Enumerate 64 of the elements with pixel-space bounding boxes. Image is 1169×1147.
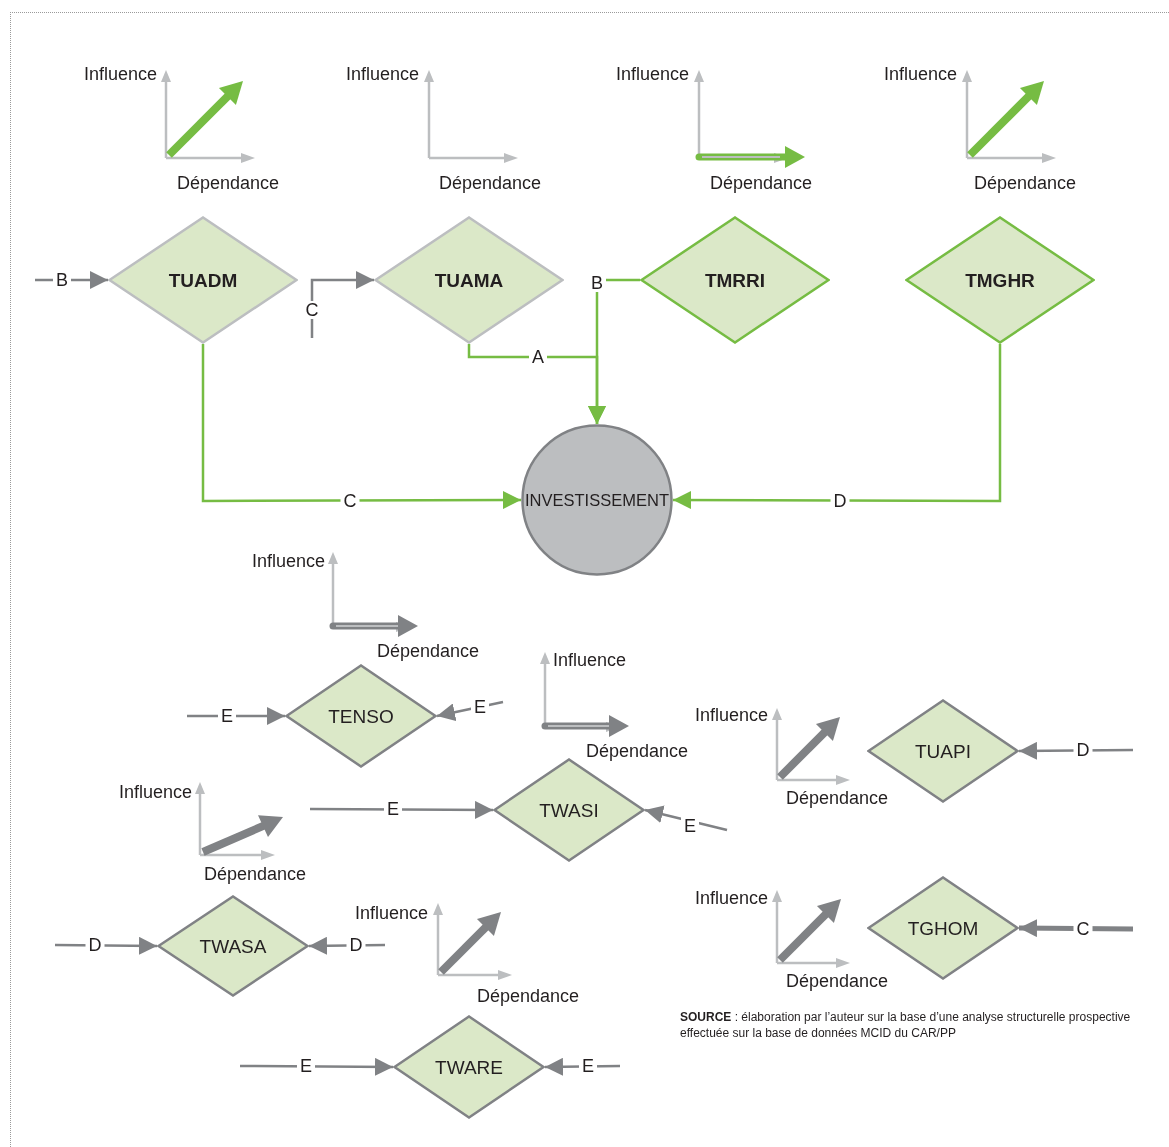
diamond-node bbox=[905, 216, 1095, 344]
axis-label: Influence bbox=[354, 904, 428, 922]
diamond-node bbox=[157, 895, 309, 997]
edge-label: E bbox=[579, 1057, 597, 1075]
source-note: SOURCE : élaboration par l’auteur sur la base d’une analyse structurelle prospective effectuée sur la base de données MCID du CAR/PP bbox=[680, 1010, 1132, 1042]
axis-label: Influence bbox=[345, 65, 419, 83]
axis-label: Influence bbox=[883, 65, 957, 83]
node-label: TWARE bbox=[435, 1057, 503, 1077]
axis-label: Dépendance bbox=[785, 972, 889, 990]
axis-label: Dépendance bbox=[476, 987, 580, 1005]
axis-label: Influence bbox=[83, 65, 157, 83]
diamond-node bbox=[640, 216, 830, 344]
circle-node bbox=[521, 424, 673, 576]
axis-label: Dépendance bbox=[709, 174, 813, 192]
edge-label: E bbox=[218, 707, 236, 725]
connector-arrow bbox=[1018, 919, 1134, 938]
edge-label: B bbox=[53, 271, 71, 289]
axis-label: Influence bbox=[118, 783, 192, 801]
node-label: TGHOM bbox=[907, 918, 979, 938]
connector-arrow bbox=[201, 344, 521, 510]
connector-arrow bbox=[55, 936, 157, 955]
diamond-node bbox=[393, 1015, 545, 1119]
axis-label: Influence bbox=[553, 651, 627, 669]
axis-label: Influence bbox=[615, 65, 689, 83]
connector-arrow bbox=[310, 271, 374, 338]
connector-arrow bbox=[644, 805, 728, 832]
node-label: TWASA bbox=[199, 936, 267, 956]
diamond-node bbox=[108, 216, 298, 344]
edge-label: E bbox=[384, 800, 402, 818]
node-label: TUADM bbox=[168, 270, 238, 290]
axis-label: Dépendance bbox=[585, 742, 689, 760]
axis-label: Dépendance bbox=[176, 174, 280, 192]
node-label: TUAPI bbox=[915, 741, 971, 761]
node-label: TUAMA bbox=[434, 270, 504, 290]
connector-arrow bbox=[588, 278, 640, 424]
axis-label: Influence bbox=[251, 552, 325, 570]
axis-label: Dépendance bbox=[785, 789, 889, 807]
axis-label: Dépendance bbox=[438, 174, 542, 192]
edge-label: A bbox=[529, 348, 547, 366]
edge-label: E bbox=[681, 817, 699, 835]
edge-label: C bbox=[340, 492, 360, 510]
edge-label: E bbox=[471, 698, 489, 716]
edge-label: C bbox=[1073, 920, 1093, 938]
axis-label: Dépendance bbox=[376, 642, 480, 660]
connector-arrow bbox=[1019, 741, 1133, 760]
edge-label: D bbox=[85, 936, 105, 954]
node-label: TMRRI bbox=[704, 270, 766, 290]
axis-label: Influence bbox=[694, 889, 768, 907]
node-label: TENSO bbox=[328, 706, 394, 726]
node-label: TMGHR bbox=[965, 270, 1035, 290]
connector-arrow bbox=[309, 936, 385, 955]
edge-label: E bbox=[297, 1057, 315, 1075]
connector-arrow bbox=[240, 1057, 393, 1076]
axis-label: Dépendance bbox=[973, 174, 1077, 192]
axis-label: Influence bbox=[694, 706, 768, 724]
node-label: TWASI bbox=[539, 800, 599, 820]
edge-label: D bbox=[1073, 741, 1093, 759]
connector-arrow bbox=[673, 344, 1002, 510]
diamond-node bbox=[374, 216, 564, 344]
connector-arrow bbox=[310, 800, 493, 819]
node-label: INVESTISSEMENT bbox=[525, 491, 669, 509]
edge-label: D bbox=[346, 936, 366, 954]
diamond-node bbox=[285, 664, 437, 768]
edge-label: D bbox=[830, 492, 850, 510]
